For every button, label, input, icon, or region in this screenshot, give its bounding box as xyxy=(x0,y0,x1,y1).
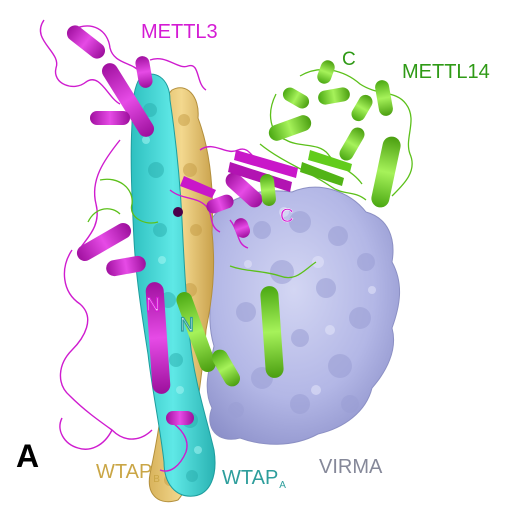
mettl3-helices xyxy=(66,25,298,425)
panel-letter: A xyxy=(16,438,40,474)
wtap-a-label: WTAPA xyxy=(222,468,286,491)
wtap-b-label: WTAPB xyxy=(96,462,160,485)
mettl14-label: METTL14 xyxy=(402,61,490,83)
mettl14-c-terminus-label: C xyxy=(342,49,356,70)
wtap-b-label-subscript: B xyxy=(153,474,160,485)
mettl3-c-terminus-label: C xyxy=(280,206,294,227)
virma-surface xyxy=(206,186,401,445)
wtap-b-label-main: WTAP xyxy=(96,461,153,483)
wtap-a-label-subscript: A xyxy=(279,480,286,491)
virma-label: VIRMA xyxy=(319,456,383,478)
wtap-a-label-main: WTAP xyxy=(222,467,279,489)
mettl3-ribbon xyxy=(39,19,271,472)
mettl3-label: METTL3 xyxy=(141,21,218,43)
mettl14-helices xyxy=(176,60,401,387)
mettl3-n-terminus-label: N xyxy=(145,295,160,316)
wtap-n-terminus-label: N xyxy=(179,315,194,336)
